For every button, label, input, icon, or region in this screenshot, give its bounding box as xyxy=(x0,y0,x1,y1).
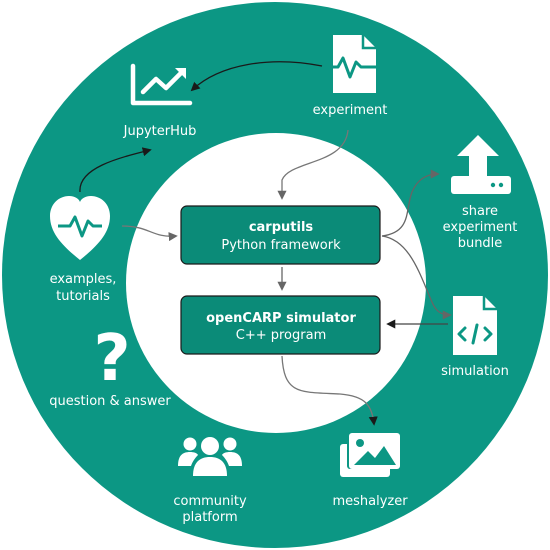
meshalyzer-label: meshalyzer xyxy=(332,494,408,509)
share-label-line3: bundle xyxy=(458,236,503,251)
jupyterhub-node[interactable]: JupyterHub xyxy=(123,63,197,139)
opencarp-box[interactable]: openCARP simulator C++ program xyxy=(180,295,381,355)
meshalyzer-node[interactable]: meshalyzer xyxy=(332,433,408,509)
opencarp-subtitle: C++ program xyxy=(236,328,327,343)
arrow-opencarp-to-meshalyzer xyxy=(281,355,378,426)
experiment-label: experiment xyxy=(313,103,388,118)
arrow-carputils-to-share xyxy=(381,169,440,237)
examples-label-line2: tutorials xyxy=(56,289,110,304)
share-label-line1: share xyxy=(462,204,498,219)
upload-icon xyxy=(451,135,511,194)
images-icon xyxy=(340,433,400,477)
arrow-experiment-to-jupyterhub xyxy=(190,61,323,92)
opencarp-title: openCARP simulator xyxy=(206,311,356,326)
carputils-box[interactable]: carputils Python framework xyxy=(180,205,381,265)
chart-line-icon xyxy=(130,63,193,106)
file-waveform-icon xyxy=(325,35,376,93)
carputils-title: carputils xyxy=(249,220,314,235)
arrow-experiment-to-carputils xyxy=(277,129,349,200)
examples-label-line1: examples, xyxy=(50,272,117,287)
share-label-line2: experiment xyxy=(443,220,518,235)
file-code-icon xyxy=(453,296,497,355)
arrow-examples-to-carputils xyxy=(121,225,178,242)
users-icon xyxy=(178,437,242,476)
arrow-carputils-to-simulation xyxy=(381,235,452,320)
question-mark-icon: ? xyxy=(93,322,130,396)
simulation-node[interactable]: simulation xyxy=(441,296,509,379)
carputils-subtitle: Python framework xyxy=(221,238,341,253)
experiment-node[interactable]: experiment xyxy=(313,35,388,118)
community-node[interactable]: community platform xyxy=(173,437,247,525)
heart-pulse-line xyxy=(58,215,102,238)
arrow-examples-to-jupyterhub xyxy=(79,147,152,193)
qa-label: question & answer xyxy=(49,394,171,409)
inner-disc xyxy=(126,133,426,433)
chart-arrowhead xyxy=(175,68,186,79)
community-label-line1: community xyxy=(173,494,247,509)
examples-node[interactable]: examples, tutorials xyxy=(50,196,117,304)
jupyterhub-label: JupyterHub xyxy=(123,124,197,139)
simulation-label: simulation xyxy=(441,364,509,379)
community-label-line2: platform xyxy=(182,510,237,525)
qa-node[interactable]: ? question & answer xyxy=(49,322,171,409)
share-node[interactable]: share experiment bundle xyxy=(443,135,518,251)
